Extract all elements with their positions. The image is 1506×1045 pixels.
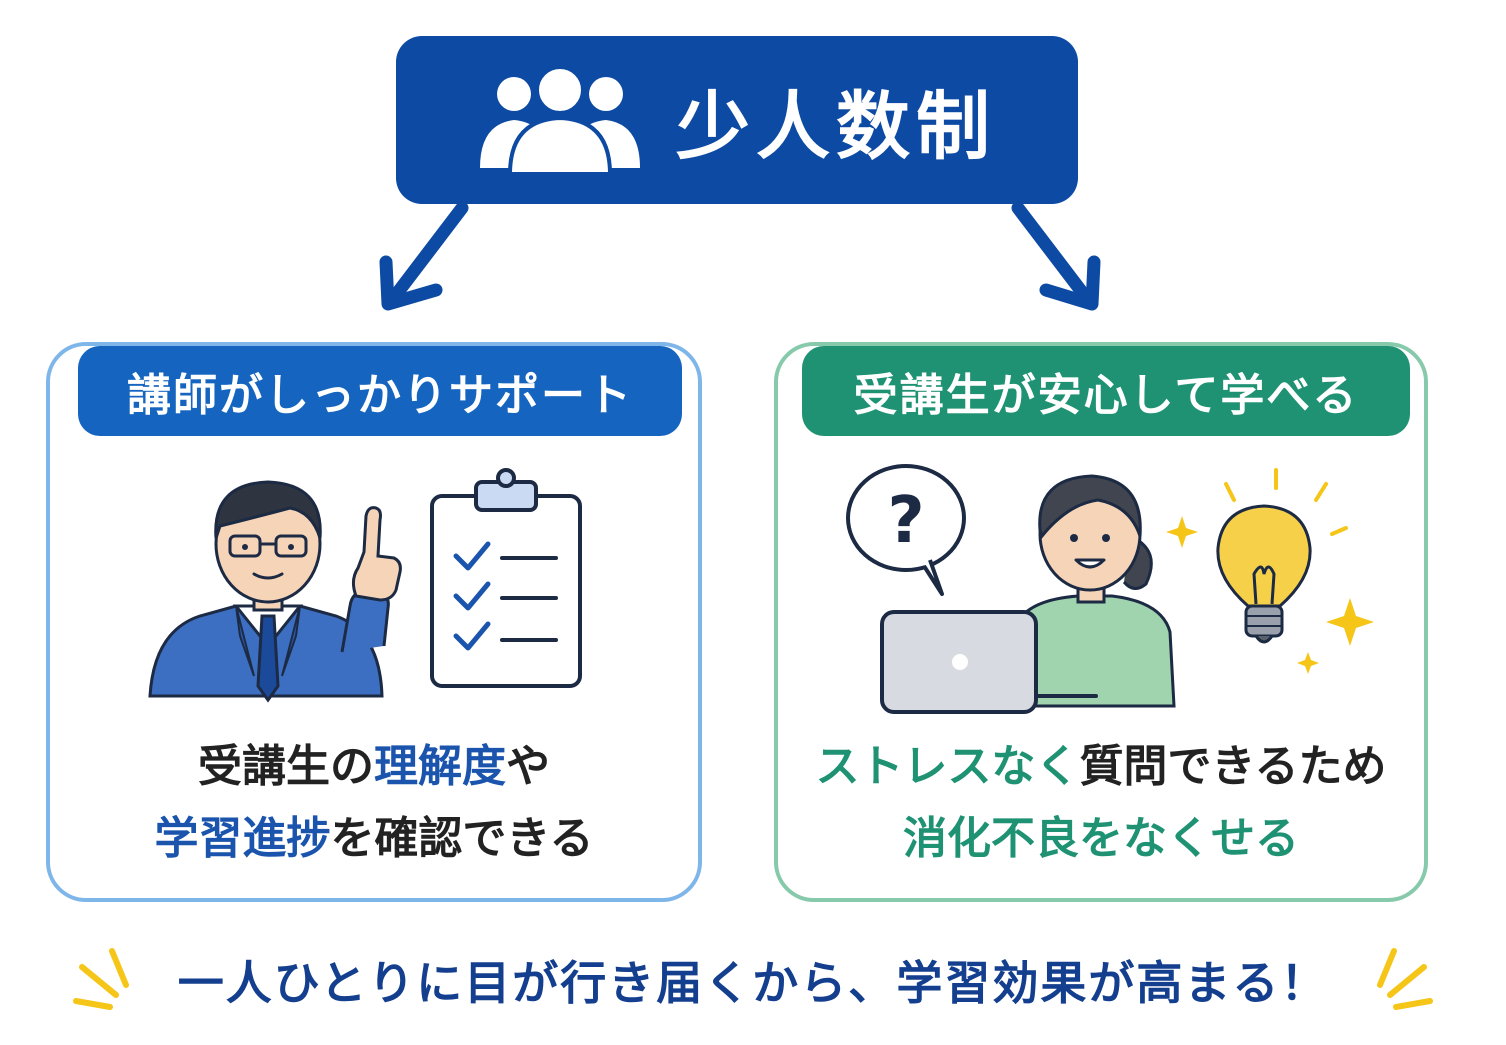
arrow-right-icon: [1011, 201, 1101, 311]
student-text-line2: 消化不良をなくせる: [903, 813, 1299, 864]
clipboard-checklist-icon: [430, 468, 582, 688]
spark-left-icon: [72, 948, 129, 1010]
card-text-student: ストレスなく質問できるため 消化不良をなくせる: [778, 731, 1424, 875]
student-laptop-illustration: ?: [846, 464, 1374, 714]
card-text-teacher: 受講生の理解度や 学習進捗を確認できる: [50, 731, 698, 875]
lightbulb-icon: [1216, 468, 1348, 644]
header-banner: 少人数制: [396, 36, 1078, 204]
people-group-icon: [480, 65, 640, 176]
sparkle-icon: [1297, 652, 1319, 674]
svg-text:?: ?: [887, 484, 924, 558]
footer-message: 一人ひとりに目が行き届くから、学習効果が高まる！: [0, 940, 1506, 1020]
question-bubble-icon: ?: [846, 464, 966, 596]
sparkle-icon: [1326, 598, 1374, 646]
teacher-illustration: [148, 468, 582, 703]
footer-text: 一人ひとりに目が行き届くから、学習効果が高まる！: [177, 956, 1329, 1010]
teacher-text-line1: 受講生の理解度や: [198, 741, 550, 792]
teacher-text-line2: 学習進捗を確認できる: [154, 813, 594, 864]
arrow-left-icon: [379, 201, 469, 311]
student-text-line1: ストレスなく質問できるため: [815, 741, 1387, 792]
header-title: 少人数制: [676, 83, 996, 170]
sparkle-icon: [1166, 516, 1198, 548]
card-teacher-support: 講師がしっかりサポート: [46, 342, 702, 902]
card-label-teacher: 講師がしっかりサポート: [78, 346, 682, 436]
card-label-student: 受講生が安心して学べる: [802, 346, 1410, 436]
card-student-relief: 受講生が安心して学べる ?: [774, 342, 1428, 902]
spark-right-icon: [1377, 948, 1434, 1010]
